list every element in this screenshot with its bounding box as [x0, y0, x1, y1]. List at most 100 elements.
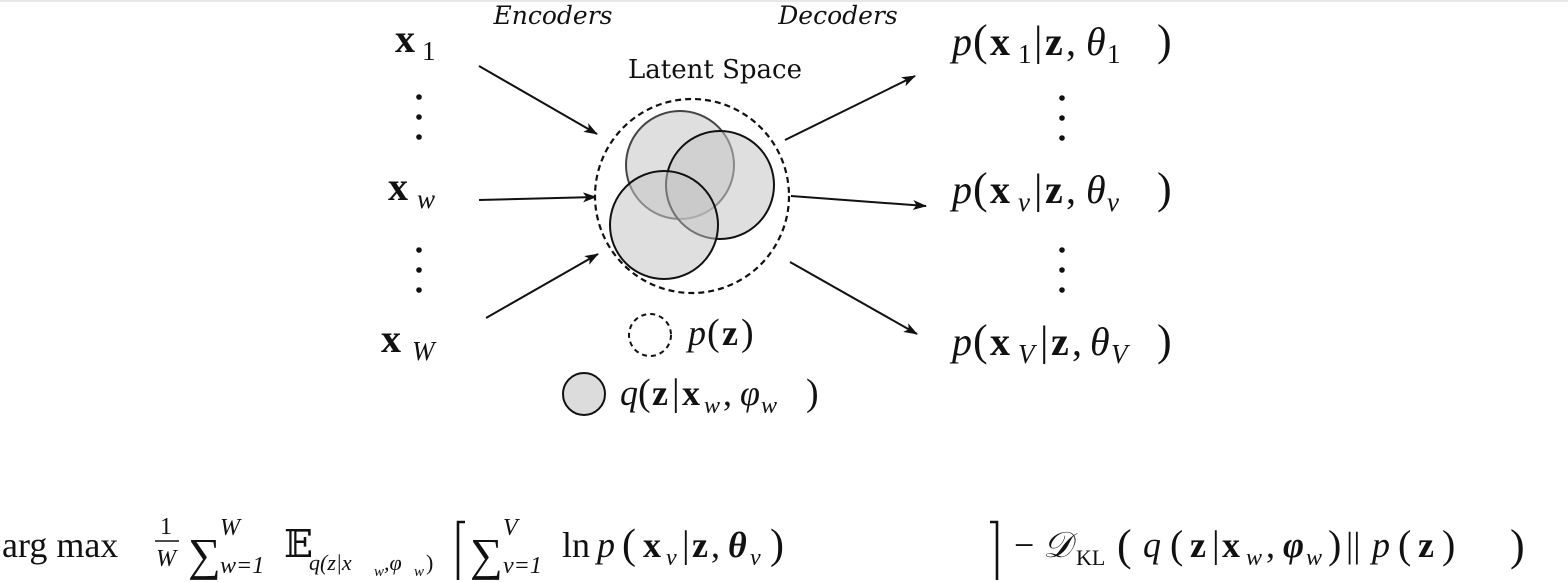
svg-text:x: x	[990, 167, 1010, 212]
svg-text:): )	[1157, 16, 1172, 65]
svg-text:): )	[741, 312, 754, 354]
svg-text:q: q	[1143, 525, 1161, 565]
svg-text:p: p	[1369, 525, 1390, 565]
svg-text:v: v	[750, 545, 761, 571]
encoders-label: Encoders	[493, 1, 613, 30]
svg-text:φ: φ	[740, 373, 760, 413]
svg-text:x: x	[990, 19, 1010, 64]
svg-text:θ: θ	[1090, 319, 1110, 364]
output-p-xv: p ( x v | z , θ v )	[949, 164, 1172, 217]
encoder-arrow-w	[478, 192, 597, 203]
svg-text:(: (	[638, 372, 651, 414]
svg-text:x: x	[381, 316, 401, 361]
input-vdots-1	[416, 94, 422, 140]
svg-text:p: p	[949, 319, 972, 364]
input-vdots-2	[416, 247, 422, 293]
output-p-xV: p ( x V | z , θ V )	[949, 316, 1172, 369]
legend-prior-label: p ( z )	[685, 312, 754, 354]
svg-text:θ: θ	[1086, 167, 1106, 212]
svg-text:(: (	[973, 316, 988, 365]
output-p-x1: p ( x 1 | z , θ 1 )	[949, 16, 1172, 69]
svg-text:,φ: ,φ	[384, 550, 402, 575]
decoder-arrow-V	[789, 261, 918, 335]
svg-text:q(z|x: q(z|x	[309, 550, 352, 575]
latent-space-label: Latent Space	[628, 55, 802, 85]
svg-text:|: |	[1212, 524, 1220, 566]
svg-text:||: ||	[1346, 525, 1360, 565]
input-x1: x 1	[395, 16, 436, 66]
svg-text:): )	[1510, 521, 1525, 570]
input-xW: x W	[381, 316, 437, 366]
svg-text:1: 1	[1107, 39, 1121, 69]
svg-text:∑: ∑	[470, 529, 503, 580]
sum-over-v: ∑ V v=1	[470, 515, 542, 580]
svg-text:): )	[1442, 522, 1455, 567]
svg-text:(: (	[622, 522, 636, 568]
svg-text:1: 1	[160, 514, 172, 540]
encoder-arrow-1	[478, 65, 598, 135]
right-bracket	[990, 520, 999, 580]
svg-text:𝔼: 𝔼	[284, 524, 313, 566]
svg-text:): )	[1328, 522, 1341, 567]
svg-text:w: w	[374, 564, 384, 580]
svg-text:−: −	[1014, 525, 1034, 565]
svg-text:W: W	[220, 515, 242, 541]
svg-text:V: V	[1018, 339, 1038, 369]
svg-text:𝒟: 𝒟	[1043, 525, 1078, 565]
svg-text:(: (	[707, 312, 720, 354]
svg-text:x: x	[682, 373, 700, 413]
svg-text:z: z	[722, 313, 738, 353]
kl-divergence-term: − 𝒟 KL ( q ( z | x w , φ w ) || p ( z ) …	[1014, 521, 1525, 571]
argmax-operator: arg max	[2, 525, 118, 565]
svg-text:1: 1	[1018, 39, 1032, 69]
svg-text:v: v	[1107, 187, 1119, 217]
log-likelihood-term: ln p ( x v | z , θ v )	[562, 522, 784, 571]
legend-prior-swatch	[628, 313, 672, 357]
svg-text:p: p	[685, 313, 706, 353]
svg-text:|: |	[1034, 167, 1042, 213]
svg-text:θ: θ	[728, 525, 747, 565]
svg-text:p: p	[949, 167, 972, 212]
svg-text:,: ,	[723, 373, 732, 413]
svg-text:(: (	[973, 16, 988, 65]
svg-text:): )	[806, 372, 819, 414]
svg-text:|: |	[1034, 19, 1042, 65]
svg-text:,: ,	[711, 525, 720, 565]
svg-text:W: W	[156, 546, 178, 572]
posterior-gaussians	[609, 110, 775, 280]
svg-text:x: x	[1222, 525, 1240, 565]
svg-text:,: ,	[1072, 319, 1082, 364]
svg-text:w: w	[417, 184, 435, 214]
svg-text:): )	[770, 522, 784, 568]
svg-text:∑: ∑	[188, 529, 221, 580]
svg-text:p: p	[594, 525, 615, 565]
elbo-objective-formula: arg max 1 W ∑ W w=1 𝔼 q(z|x w ,φ w ) ∑ V…	[2, 514, 1525, 580]
svg-text:): )	[1157, 316, 1172, 365]
svg-text:z: z	[652, 373, 668, 413]
svg-text:1: 1	[422, 36, 436, 66]
legend-posterior-swatch	[562, 372, 606, 416]
svg-text:θ: θ	[1086, 19, 1106, 64]
svg-text:): )	[426, 550, 433, 575]
svg-text:φ: φ	[1283, 525, 1304, 565]
svg-text:z: z	[1190, 525, 1206, 565]
svg-text:x: x	[395, 16, 415, 61]
svg-text:w: w	[414, 564, 424, 580]
svg-text:|: |	[672, 372, 680, 414]
svg-text:v=1: v=1	[503, 553, 542, 579]
svg-text:KL: KL	[1076, 545, 1105, 570]
svg-text:w: w	[761, 393, 777, 419]
svg-text:z: z	[1051, 319, 1069, 364]
sum-over-w: ∑ W w=1	[188, 515, 264, 580]
svg-text:v: v	[666, 545, 677, 571]
svg-text:,: ,	[1266, 525, 1275, 565]
svg-text:): )	[1157, 164, 1172, 213]
svg-text:x: x	[990, 319, 1010, 364]
svg-text:(: (	[1398, 522, 1411, 567]
encoder-arrow-W	[485, 253, 599, 319]
decoders-label: Decoders	[777, 1, 897, 30]
legend-posterior-label: q ( z | x w , φ w )	[620, 372, 819, 419]
output-vdots-2	[1059, 247, 1065, 293]
input-xw: x w	[388, 164, 435, 214]
